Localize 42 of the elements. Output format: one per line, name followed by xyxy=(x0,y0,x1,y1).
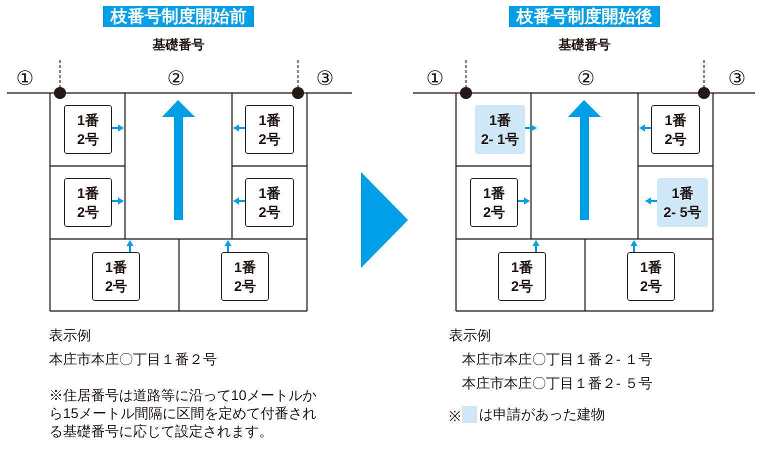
title-banner: 枝番号制度開始後 xyxy=(509,6,660,27)
house-number-plate: 1番 2- 1号 xyxy=(475,105,525,154)
circled-number: ③ xyxy=(728,67,746,92)
arrow xyxy=(233,124,245,132)
house-number-plate: 1番 2号 xyxy=(245,105,294,154)
circled-number: ③ xyxy=(316,67,334,92)
arrow xyxy=(532,240,540,252)
arrow xyxy=(112,198,124,204)
address-example: 本庄市本庄〇丁目１番２号 xyxy=(49,350,217,369)
arrow xyxy=(518,198,530,204)
circled-number: ② xyxy=(167,67,185,92)
house-number-plate: 1番 2号 xyxy=(651,105,700,154)
arrow xyxy=(126,240,134,252)
arrow xyxy=(233,198,245,204)
arrow xyxy=(525,124,537,132)
house-number-plate: 1番 2号 xyxy=(92,252,140,301)
arrow xyxy=(639,124,651,132)
arrow xyxy=(645,198,657,204)
arrow xyxy=(630,240,638,252)
address-example: 本庄市本庄〇丁目１番２- ５号 xyxy=(462,374,653,393)
caption-heading: 表示例 xyxy=(449,326,491,345)
subtitle: 基礎番号 xyxy=(558,36,612,54)
house-number-plate: 1番 2号 xyxy=(64,105,112,154)
house-number-plate: 1番 2号 xyxy=(64,178,112,227)
circled-number: ② xyxy=(577,67,595,92)
house-number-plate: 1番 2- 5号 xyxy=(657,178,708,227)
caption-heading: 表示例 xyxy=(49,326,91,345)
house-number-plate: 1番 2号 xyxy=(627,252,675,301)
subtitle: 基礎番号 xyxy=(152,36,206,54)
circled-number: ① xyxy=(426,67,444,92)
arrow xyxy=(112,124,124,132)
circled-number: ① xyxy=(16,67,34,92)
house-number-plate: 1番 2号 xyxy=(221,252,269,301)
title-banner: 枝番号制度開始前 xyxy=(103,6,254,27)
legend-text: は申請があった建物 xyxy=(479,405,605,424)
address-example: 本庄市本庄〇丁目１番２- １号 xyxy=(462,350,653,369)
house-number-plate: 1番 2号 xyxy=(245,178,294,227)
footnote: ※住居番号は道路等に沿って10メートルから15メートル間隔に区間を定めて付番される基礎番号に応じて設定されます。 xyxy=(49,386,317,440)
house-number-plate: 1番 2号 xyxy=(498,252,546,301)
house-number-plate: 1番 2号 xyxy=(470,178,518,227)
arrow xyxy=(224,240,232,252)
note-mark: ※ xyxy=(449,407,461,426)
